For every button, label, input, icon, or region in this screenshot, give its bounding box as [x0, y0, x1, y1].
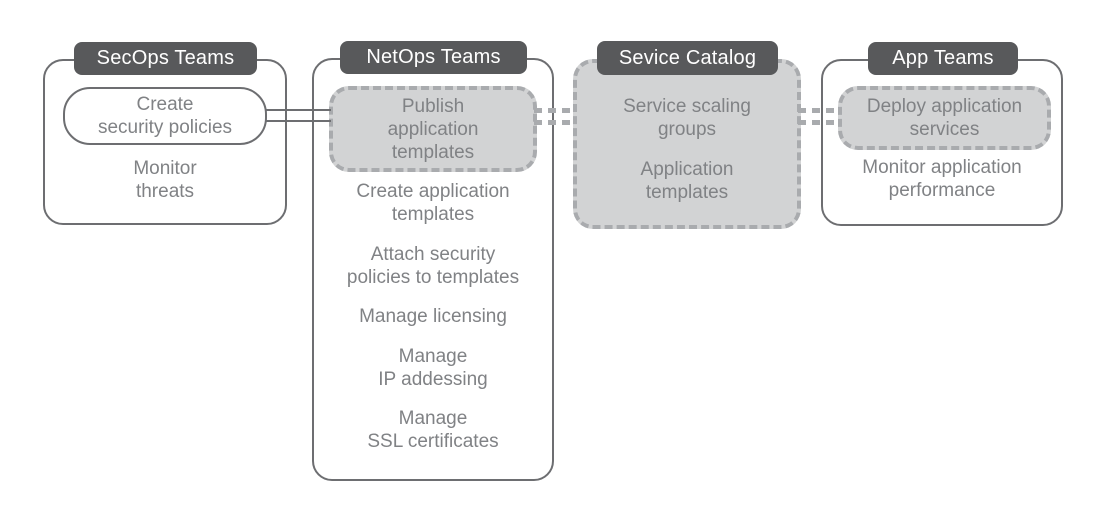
connector-netops-catalog-line-bottom — [534, 120, 575, 125]
netops-title-badge: NetOps Teams — [340, 41, 527, 74]
connector-catalog-appteams-line-top — [798, 108, 839, 113]
connector-netops-catalog-line-top — [534, 108, 575, 113]
secops-task-monitor-threats: Monitor threats — [133, 158, 197, 202]
netops-task-manage-licensing: Manage licensing — [359, 306, 507, 327]
appteams-title-badge: App Teams — [868, 42, 1018, 75]
appteams-task-monitor-performance: Monitor application performance — [862, 157, 1022, 201]
connector-secops-netops-line-top — [265, 109, 331, 111]
netops-task-create-templates: Create application templates — [356, 181, 510, 225]
netops-task-attach-policies: Attach security policies to templates — [346, 244, 520, 288]
secops-highlight-task: Create security policies — [63, 87, 267, 145]
service-catalog-title-badge: Sevice Catalog — [597, 41, 778, 75]
netops-highlight-task: Publish application templates — [329, 86, 537, 172]
appteams-highlight-task: Deploy application services — [838, 86, 1051, 150]
secops-title-badge: SecOps Teams — [74, 42, 257, 75]
netops-task-manage-ip: Manage IP addessing — [378, 346, 488, 390]
service-catalog-box — [573, 59, 801, 229]
catalog-item-app-templates: Application templates — [640, 159, 734, 203]
connector-secops-netops-line-bottom — [265, 120, 331, 122]
catalog-item-scaling-groups: Service scaling groups — [623, 96, 751, 140]
connector-catalog-appteams-line-bottom — [798, 120, 839, 125]
netops-task-manage-ssl: Manage SSL certificates — [367, 408, 499, 452]
